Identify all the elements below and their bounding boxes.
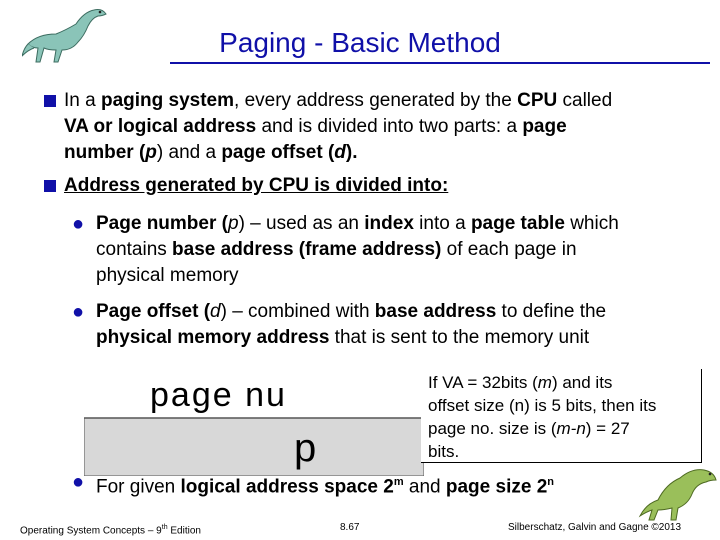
text: to define the: [496, 301, 607, 322]
text: physical memory address: [96, 327, 330, 348]
note-line: bits.: [428, 442, 460, 461]
text: For given: [96, 476, 181, 498]
address-diagram: page nu p: [83, 366, 425, 477]
bullet-line: physical memory: [96, 265, 239, 286]
text: p: [145, 142, 157, 163]
text: m: [393, 476, 404, 488]
text: ).: [345, 142, 358, 163]
text: of each page in: [441, 239, 577, 260]
text: Page number (: [96, 213, 228, 234]
text: VA or logical address: [64, 116, 257, 137]
text: th: [161, 524, 168, 531]
text: logical address space 2: [180, 476, 394, 498]
text: ) – combined with: [220, 301, 375, 322]
figure-bottom-label: p: [294, 426, 317, 470]
bullet-line: Page number (p) – used as an index into …: [96, 211, 706, 237]
text: , every address generated by the: [234, 90, 518, 111]
bullet-line: Page offset (d) – combined with base add…: [96, 299, 706, 325]
text: m-n: [556, 419, 586, 438]
bullet-paging-system: In a paging system, every address genera…: [64, 88, 704, 166]
text: ) = 27: [585, 419, 630, 438]
text: page table: [470, 213, 565, 234]
dinosaur-top-icon: [22, 9, 107, 63]
text: n: [547, 476, 554, 488]
text: Edition: [167, 525, 201, 537]
text: CPU: [517, 90, 558, 111]
bullet-line: number (p) and a page offset (d).: [64, 140, 704, 166]
text: Page offset (: [96, 301, 211, 322]
text: index: [364, 213, 414, 234]
text: d: [210, 301, 221, 322]
round-bullet-icon: ●: [72, 471, 85, 493]
text: page offset (: [221, 142, 335, 163]
bullet-line: contains base address (frame address) of…: [96, 237, 706, 263]
text: ) and a: [156, 142, 222, 163]
address-diagram-graphic: [83, 417, 425, 477]
sub-bullet-address-space: For given logical address space 2m and p…: [96, 469, 656, 500]
text: page no. size is (: [428, 419, 557, 438]
text: In a: [64, 90, 101, 111]
square-bullet-icon: [44, 95, 56, 107]
sub-bullet-page-offset: Page offset (d) – combined with base add…: [96, 299, 706, 351]
round-bullet-icon: ●: [72, 301, 85, 323]
text: contains: [96, 239, 173, 260]
text: page size 2: [445, 476, 548, 498]
text: p: [227, 213, 239, 234]
figure-top-label: page nu: [150, 376, 287, 414]
text: number (: [64, 142, 146, 163]
dinosaur-bottom-icon: [638, 469, 717, 521]
text: ) – used as an: [238, 213, 365, 234]
text: base address: [374, 301, 497, 322]
text: ) and its: [551, 373, 613, 392]
bullet-line: In a paging system, every address genera…: [64, 88, 704, 114]
text: paging system: [100, 90, 235, 111]
text: called: [557, 90, 613, 111]
note-line: page no. size is (m-n) = 27: [428, 417, 695, 440]
text: Operating System Concepts – 9: [20, 525, 162, 537]
footer-left: Operating System Concepts – 9th Edition: [20, 522, 201, 537]
sub-bullet-page-number: Page number (p) – used as an index into …: [96, 211, 706, 289]
footer-page-number: 8.67: [340, 522, 360, 533]
bullet-line: VA or logical address and is divided int…: [64, 114, 704, 140]
round-bullet-icon: ●: [72, 213, 85, 235]
note-line: offset size (n) is 5 bits, then its: [428, 396, 657, 415]
text: m: [537, 373, 552, 392]
text: into a: [413, 213, 471, 234]
text: d: [334, 142, 346, 163]
text: Address generated by CPU is divided into…: [64, 175, 449, 196]
text: base address (frame address): [172, 239, 442, 260]
bullet-line: physical memory address that is sent to …: [96, 325, 706, 351]
footer-right: Silberschatz, Galvin and Gagne ©2013: [508, 522, 682, 533]
title-underline: [170, 62, 710, 64]
text: and is divided into two parts: a: [256, 116, 523, 137]
note-box: If VA = 32bits (m) and its offset size (…: [421, 369, 702, 463]
text: page: [522, 116, 567, 137]
page-title: Paging - Basic Method: [219, 27, 501, 58]
text: and: [403, 476, 446, 498]
text: If VA = 32bits (: [428, 373, 538, 392]
text: that is sent to the memory unit: [329, 327, 590, 348]
note-line: If VA = 32bits (m) and its: [428, 371, 695, 394]
text: which: [564, 213, 619, 234]
square-bullet-icon: [44, 180, 56, 192]
bullet-address-division: Address generated by CPU is divided into…: [64, 173, 448, 199]
